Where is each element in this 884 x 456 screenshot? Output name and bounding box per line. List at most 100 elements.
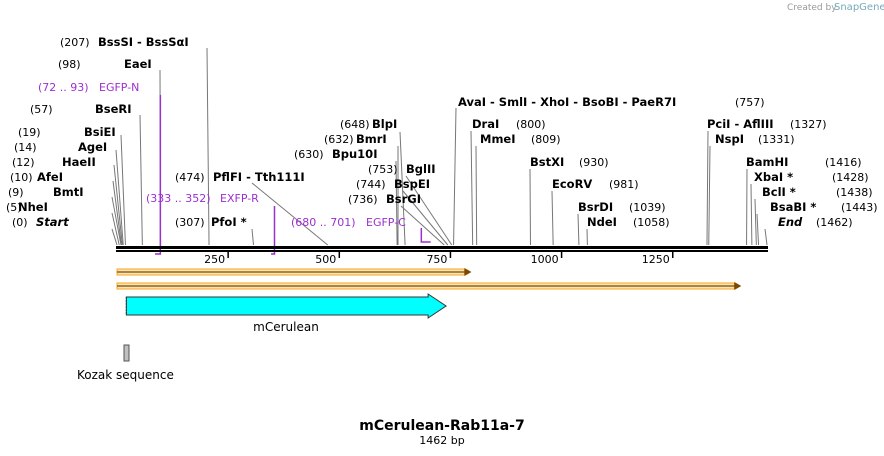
site-name-left-bseri: BseRI bbox=[95, 102, 132, 116]
leader-left-bmti bbox=[111, 196, 122, 246]
site-name-left-bsssi-bsss-i: BssSI - BssSαI bbox=[98, 35, 189, 49]
leader-right-bsabi bbox=[756, 213, 760, 246]
site-pos-left-bsiei: (19) bbox=[18, 126, 41, 139]
site-name-right-bsabi: BsaBI * bbox=[770, 200, 816, 214]
site-leader-lines bbox=[111, 47, 768, 246]
site-pos-left-agei: (14) bbox=[14, 141, 37, 154]
orf-arrows bbox=[116, 268, 742, 290]
leader-mid-blpi bbox=[399, 131, 406, 246]
site-pos-mid-bglii: (753) bbox=[368, 163, 398, 176]
site-name-left-bsiei: BsiEI bbox=[84, 125, 116, 139]
leader-right-xbai bbox=[750, 183, 753, 246]
leader-right-avai-smli-xhoi-bsobi-paer7i bbox=[453, 107, 457, 246]
credit-brand: SnapGene bbox=[834, 2, 884, 13]
primer-name-exfp-r: EXFP-R bbox=[220, 192, 259, 205]
leader-left-nhei bbox=[111, 212, 120, 246]
leader-right-bsrdi bbox=[577, 213, 580, 246]
site-pos-right-xbai: (1428) bbox=[832, 171, 869, 184]
site-pos-left-bmti: (9) bbox=[8, 186, 24, 199]
site-pos-right-end: (1462) bbox=[816, 216, 853, 229]
site-pos-right-bamhi: (1416) bbox=[825, 156, 862, 169]
site-pos-right-bsrdi: (1039) bbox=[629, 201, 666, 214]
tick-label-500: 500 bbox=[315, 253, 336, 266]
site-pos-left-bsssi-bsss-i: (207) bbox=[60, 36, 90, 49]
feature-label-mcerulean: mCerulean bbox=[253, 320, 319, 334]
site-name-left-haeii: HaeII bbox=[62, 155, 96, 169]
site-pos-right-bstxi: (930) bbox=[579, 156, 609, 169]
site-name-mid-bpu10i: Bpu10I bbox=[332, 147, 377, 161]
site-pos-mid-pfoi: (307) bbox=[175, 216, 205, 229]
ruler-ticks: 250 500 750 1000 1250 bbox=[204, 252, 674, 266]
leader-mid-bspei bbox=[402, 190, 449, 246]
site-name-right-ecorv: EcoRV bbox=[552, 177, 592, 191]
leader-right-mmei bbox=[475, 145, 478, 246]
primer-mark-egfp-c bbox=[420, 228, 431, 243]
site-pos-mid-bsrgi: (736) bbox=[348, 193, 378, 206]
backbone-top-strand bbox=[116, 246, 768, 249]
leader-mid-bglii bbox=[405, 175, 453, 246]
site-name-left-start: Start bbox=[36, 215, 69, 229]
tick-label-250: 250 bbox=[204, 253, 225, 266]
site-name-right-bstxi: BstXI bbox=[530, 155, 564, 169]
site-pos-right-bcli: (1438) bbox=[836, 186, 873, 199]
feature-arrow-mcerulean bbox=[125, 293, 448, 319]
orf-arrowhead-2 bbox=[734, 282, 742, 290]
site-pos-left-bseri: (57) bbox=[30, 103, 53, 116]
site-pos-right-nspi: (1331) bbox=[758, 133, 795, 146]
tick-label-750: 750 bbox=[426, 253, 447, 266]
site-pos-left-haeii: (12) bbox=[12, 156, 35, 169]
leader-left-start bbox=[111, 228, 118, 246]
credit-text: Created by bbox=[787, 3, 837, 13]
leader-right-ecorv bbox=[551, 190, 554, 246]
site-pos-mid-blpi: (648) bbox=[340, 118, 370, 131]
orf-arrowhead-1 bbox=[464, 268, 472, 276]
site-pos-right-avai-smli-xhoi-bsobi-paer7i: (757) bbox=[735, 96, 765, 109]
site-pos-left-start: (0) bbox=[12, 216, 28, 229]
site-name-mid-bspei: BspEI bbox=[394, 177, 430, 191]
site-name-mid-pflfi-tth111i: PflFI - Tth111I bbox=[213, 170, 305, 184]
site-name-mid-bsrgi: BsrGI bbox=[386, 192, 421, 206]
site-name-right-drai: DraI bbox=[472, 117, 499, 131]
leader-right-bcli bbox=[754, 198, 757, 246]
primer-mark-egfp-n bbox=[155, 95, 162, 255]
site-name-left-afei: AfeI bbox=[37, 170, 63, 184]
site-name-right-bcli: BclI * bbox=[762, 185, 796, 199]
primer-mark-exfp-r bbox=[271, 206, 276, 255]
site-pos-left-afei: (10) bbox=[10, 171, 33, 184]
backbone-bottom-strand bbox=[116, 250, 768, 252]
site-pos-right-ecorv: (981) bbox=[609, 178, 639, 191]
leader-mid-bsrgi bbox=[400, 205, 445, 246]
site-name-right-nspi: NspI bbox=[715, 132, 744, 146]
site-pos-mid-pflfi-tth111i: (474) bbox=[175, 171, 205, 184]
site-pos-mid-bpu10i: (630) bbox=[294, 148, 324, 161]
site-name-left-nhei: NheI bbox=[18, 200, 48, 214]
site-name-mid-bglii: BglII bbox=[406, 162, 436, 176]
leader-right-drai bbox=[470, 130, 474, 246]
site-name-right-xbai: XbaI * bbox=[754, 170, 793, 184]
leader-mid-pflfi-tth111i bbox=[251, 182, 329, 246]
feature-label-kozak: Kozak sequence bbox=[77, 368, 174, 382]
primer-range-egfp-c: (680 .. 701) bbox=[291, 216, 356, 229]
site-name-mid-blpi: BlpI bbox=[372, 117, 397, 131]
primer-name-egfp-c: EGFP-C bbox=[366, 216, 406, 229]
leader-left-bsiei bbox=[120, 134, 126, 246]
tick-label-1000: 1000 bbox=[531, 253, 559, 266]
primer-name-egfp-n: EGFP-N bbox=[99, 81, 139, 94]
primer-range-exfp-r: (333 .. 352) bbox=[146, 192, 211, 205]
site-pos-left-eaei: (98) bbox=[58, 58, 81, 71]
site-name-right-avai-smli-xhoi-bsobi-paer7i: AvaI - SmlI - XhoI - BsoBI - PaeR7I bbox=[458, 95, 676, 109]
leader-right-end bbox=[764, 228, 768, 246]
feature-box-kozak bbox=[123, 344, 130, 362]
map-length: 1462 bp bbox=[419, 434, 464, 447]
leader-left-bseri bbox=[139, 114, 143, 246]
primer-range-egfp-n: (72 .. 93) bbox=[38, 81, 89, 94]
leader-right-nspi bbox=[708, 145, 711, 246]
site-pos-right-mmei: (809) bbox=[531, 133, 561, 146]
site-pos-mid-bspei: (744) bbox=[356, 178, 386, 191]
site-pos-left-nhei: (5) bbox=[6, 201, 22, 214]
site-name-left-eaei: EaeI bbox=[124, 57, 152, 71]
tick-label-1250: 1250 bbox=[642, 253, 670, 266]
leader-right-pcii-afliii bbox=[706, 130, 709, 246]
site-name-right-bsrdi: BsrDI bbox=[578, 200, 613, 214]
site-name-right-end: End bbox=[778, 215, 803, 229]
